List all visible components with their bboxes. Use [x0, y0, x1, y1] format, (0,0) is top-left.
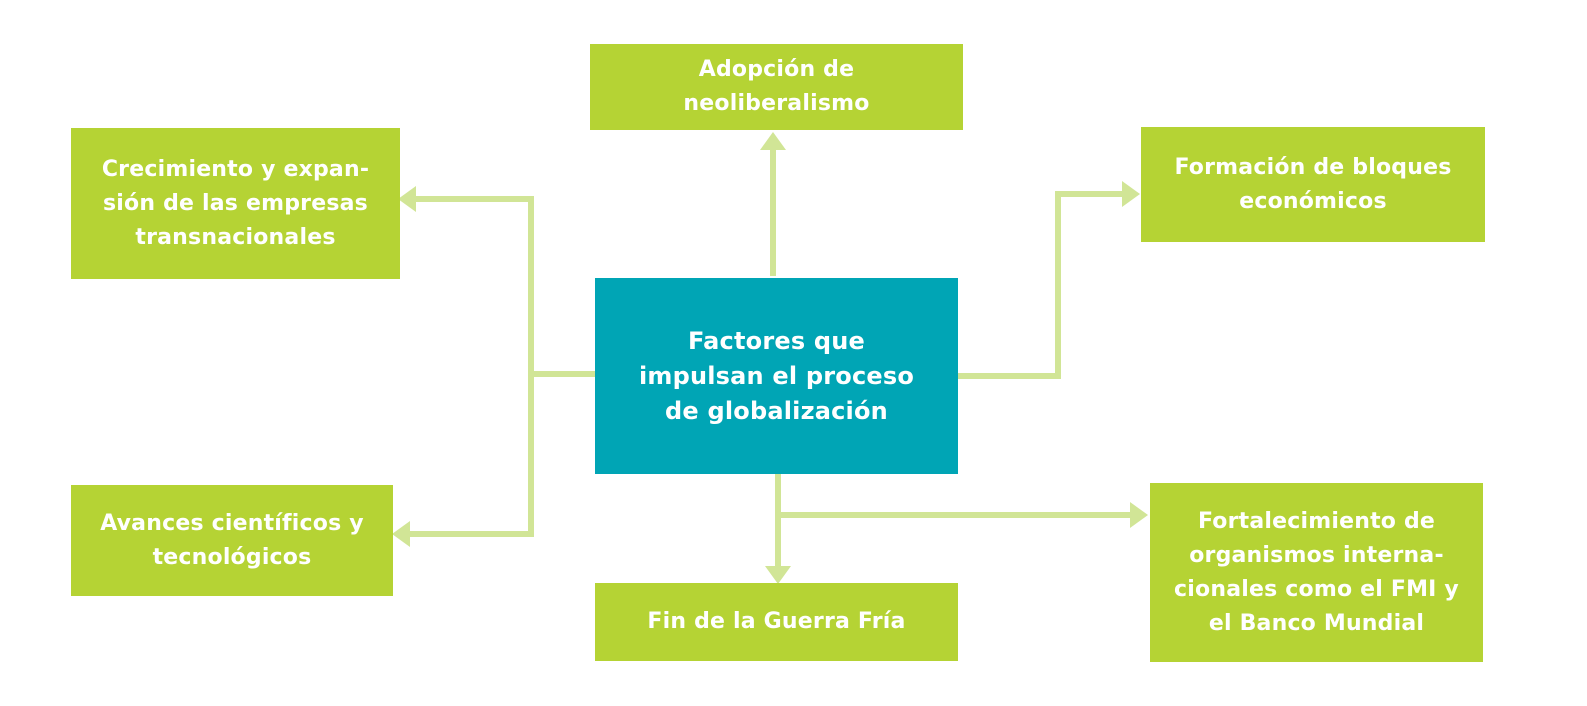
- arrowhead-organismos: [1130, 502, 1148, 528]
- node-avances-label: Avances científicos y tecnológicos: [100, 510, 364, 570]
- node-guerra-fria-label: Fin de la Guerra Fría: [647, 609, 906, 634]
- arrowhead-transnacionales: [398, 186, 416, 212]
- node-bloques: Formación de bloques económicos: [1141, 127, 1485, 242]
- node-neoliberalismo-label: Adopción de neoliberalismo: [683, 57, 870, 116]
- connector-to-avances: [408, 374, 534, 537]
- node-transnacionales-label: Crecimiento y expan- sión de las empresa…: [101, 156, 370, 250]
- node-neoliberalismo: Adopción de neoliberalismo: [590, 44, 963, 130]
- connector-to-transnacionales: [414, 196, 534, 374]
- arrowhead-up: [760, 132, 786, 150]
- arrowhead-bloques: [1122, 181, 1140, 207]
- center-node: Factores que impulsan el proceso de glob…: [595, 278, 958, 474]
- center-node-label: Factores que impulsan el proceso de glob…: [638, 326, 915, 425]
- arrowhead-avances: [392, 521, 410, 547]
- node-transnacionales: Crecimiento y expan- sión de las empresa…: [71, 128, 400, 279]
- node-organismos-label: Fortalecimiento de organismos interna- c…: [1174, 508, 1459, 636]
- node-avances: Avances científicos y tecnológicos: [71, 485, 393, 596]
- node-guerra-fria: Fin de la Guerra Fría: [595, 583, 958, 661]
- node-bloques-label: Formación de bloques económicos: [1174, 154, 1452, 214]
- arrowhead-guerra-fria: [765, 566, 791, 584]
- connector-to-bloques: [956, 191, 1124, 379]
- node-organismos: Fortalecimiento de organismos interna- c…: [1150, 483, 1483, 662]
